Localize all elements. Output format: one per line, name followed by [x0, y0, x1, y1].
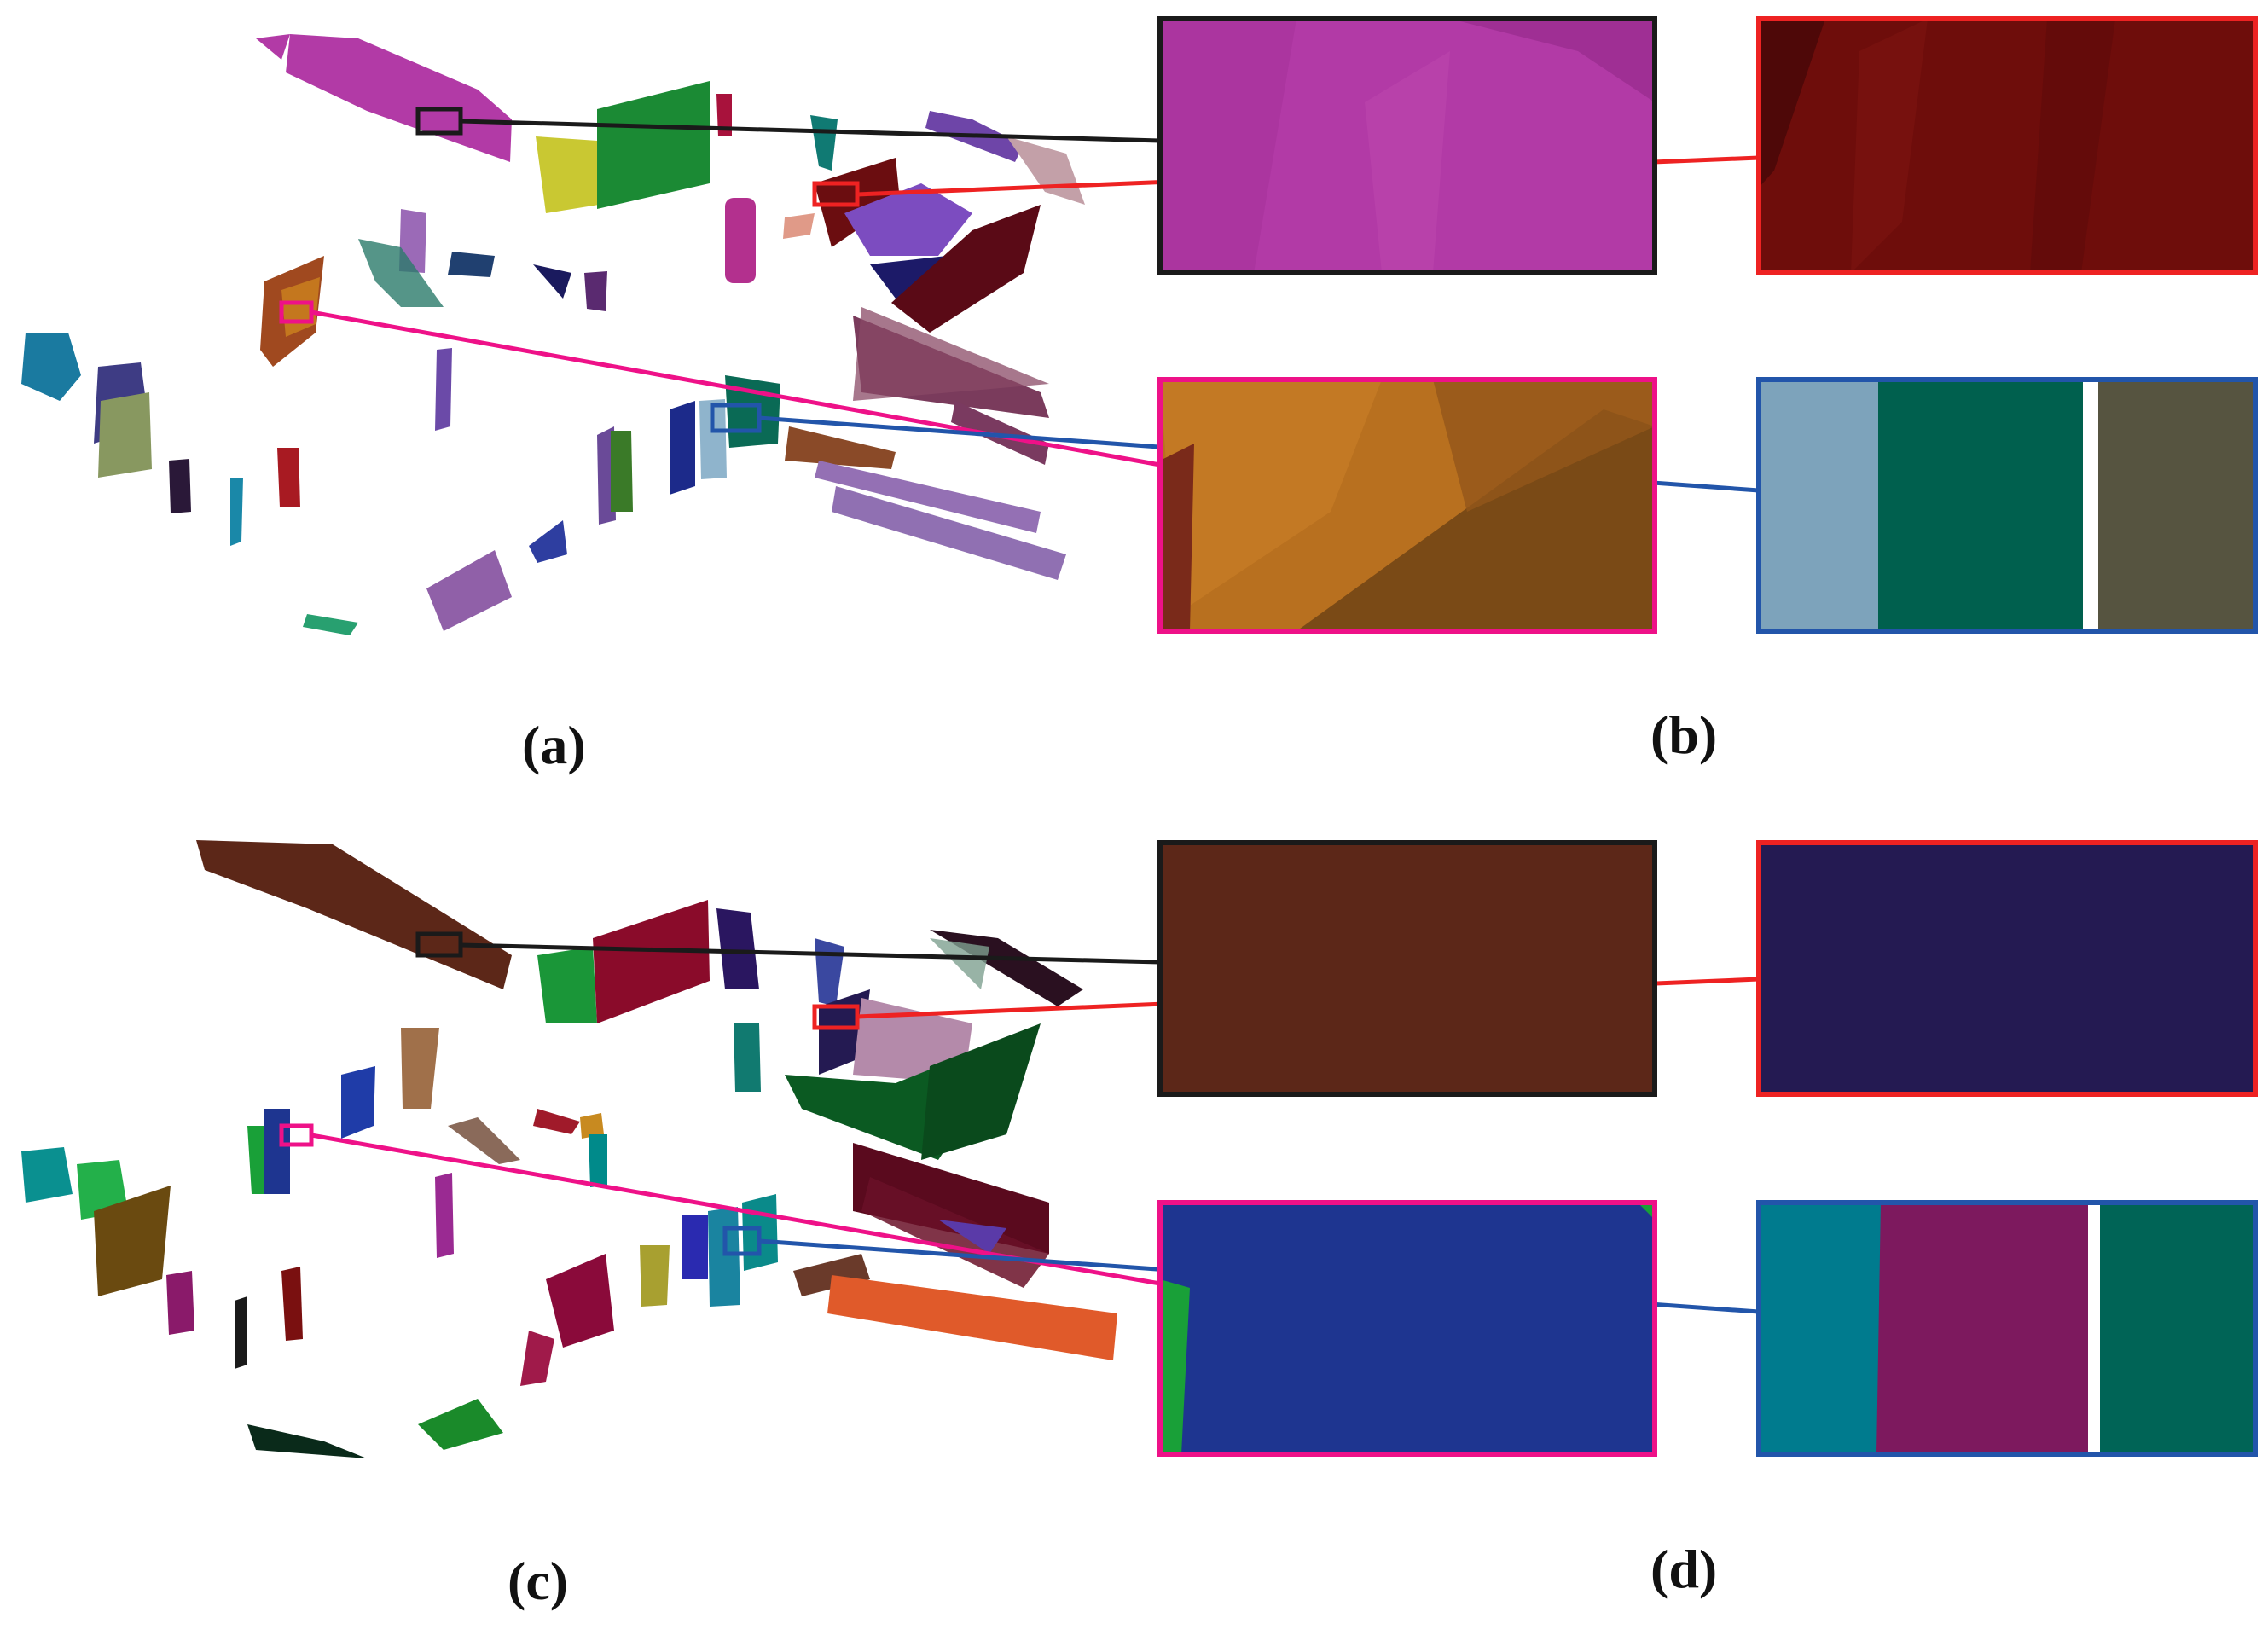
panel-label-b: (b) [1650, 704, 1718, 765]
inset-d-blue [1756, 1200, 2258, 1457]
panel-d-insets [1157, 840, 2258, 1457]
panel-c-scene [21, 840, 1117, 1458]
inset-b-blue [1756, 377, 2258, 634]
inset-d-red [1756, 840, 2258, 1097]
panel-label-a: (a) [522, 715, 586, 775]
inset-b-red [1756, 16, 2258, 275]
inset-b-black [1157, 16, 1657, 275]
panel-b-insets [1157, 16, 2258, 634]
inset-d-black [1157, 840, 1657, 1097]
inset-b-pink [1157, 377, 1657, 634]
inset-d-pink [1157, 1200, 1657, 1457]
select-box-red-c [812, 1004, 860, 1030]
panel-label-c: (c) [508, 1551, 569, 1611]
panel-label-d: (d) [1650, 1539, 1718, 1599]
select-box-black-c [415, 931, 463, 958]
